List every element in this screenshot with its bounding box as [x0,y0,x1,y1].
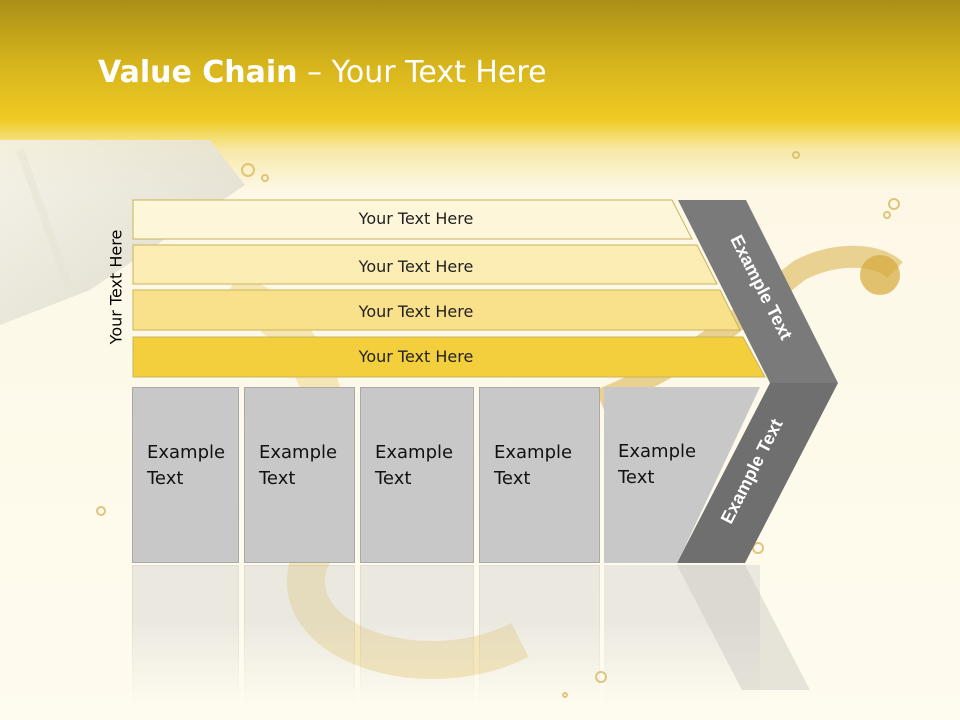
bottle-neck [0,140,245,325]
stage-box-4-line2: Text [494,468,531,489]
chevron-bottom [677,383,838,563]
bar-label-4: Your Text Here [358,347,474,366]
bar-label-1: Your Text Here [358,209,474,228]
text-bars [132,199,766,378]
stage-box-2-line1: Example [259,442,338,463]
stage-box-3-line2: Text [375,468,412,489]
box-reflection-1 [132,565,239,705]
stage-box-5-line2: Text [618,467,655,488]
stage-box-4-line1: Example [494,442,573,463]
chevron-top [678,200,838,383]
box-reflection-2 [244,565,355,705]
box-reflection-4 [479,565,600,705]
stage-box-2-line2: Text [259,468,296,489]
bar-label-3: Your Text Here [358,302,474,321]
box-reflection-5 [604,565,760,705]
stage-box-5-line1: Example [618,441,697,462]
stage-box-1-line1: Example [147,442,226,463]
box-reflection-3 [360,565,474,705]
stage-box-1-line2: Text [147,468,184,489]
bar-label-2: Your Text Here [358,257,474,276]
bubbles [96,151,900,698]
slide-title: Value Chain – Your Text Here [98,55,547,90]
side-label: Your Text Here [106,229,126,345]
stage-box-3-line1: Example [375,442,454,463]
